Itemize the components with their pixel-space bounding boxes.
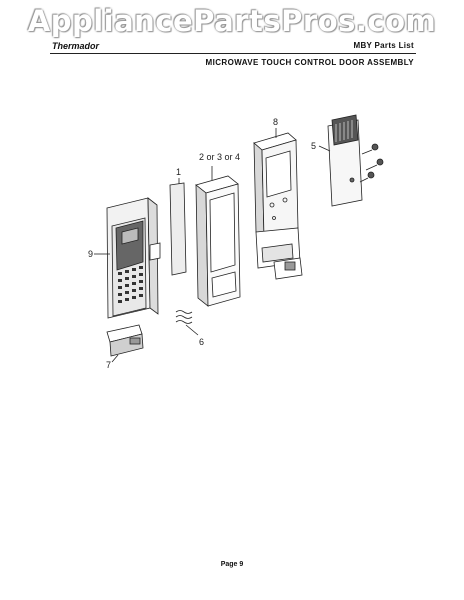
callout-9: 9 <box>88 249 93 259</box>
part-1-strip <box>169 178 187 276</box>
part-5-plate <box>318 114 384 207</box>
watermark: AppliancePartsPros.com <box>27 4 437 38</box>
parts-list-title: MBY Parts List <box>353 41 414 50</box>
callout-2-3-4: 2 or 3 or 4 <box>199 152 240 162</box>
page-number: Page 9 <box>220 561 244 568</box>
part-5-screw <box>359 171 375 183</box>
part-6-spring <box>175 310 199 336</box>
callout-6: 6 <box>199 337 204 347</box>
part-2-3-4-door-frame <box>195 166 241 307</box>
part-8-control-board <box>253 128 303 280</box>
callout-7: 7 <box>106 360 111 370</box>
brand-logo: Thermador <box>52 41 100 51</box>
section-title: MICROWAVE TOUCH CONTROL DOOR ASSEMBLY <box>205 58 414 67</box>
callout-5: 5 <box>311 141 316 151</box>
callout-1: 1 <box>176 167 181 177</box>
part-5-screw <box>361 143 379 155</box>
callout-8: 8 <box>273 117 278 127</box>
header-rule <box>50 53 416 54</box>
part-7-latch <box>106 324 144 363</box>
part-5-screw <box>365 158 384 171</box>
part-9-control-panel <box>94 197 161 319</box>
